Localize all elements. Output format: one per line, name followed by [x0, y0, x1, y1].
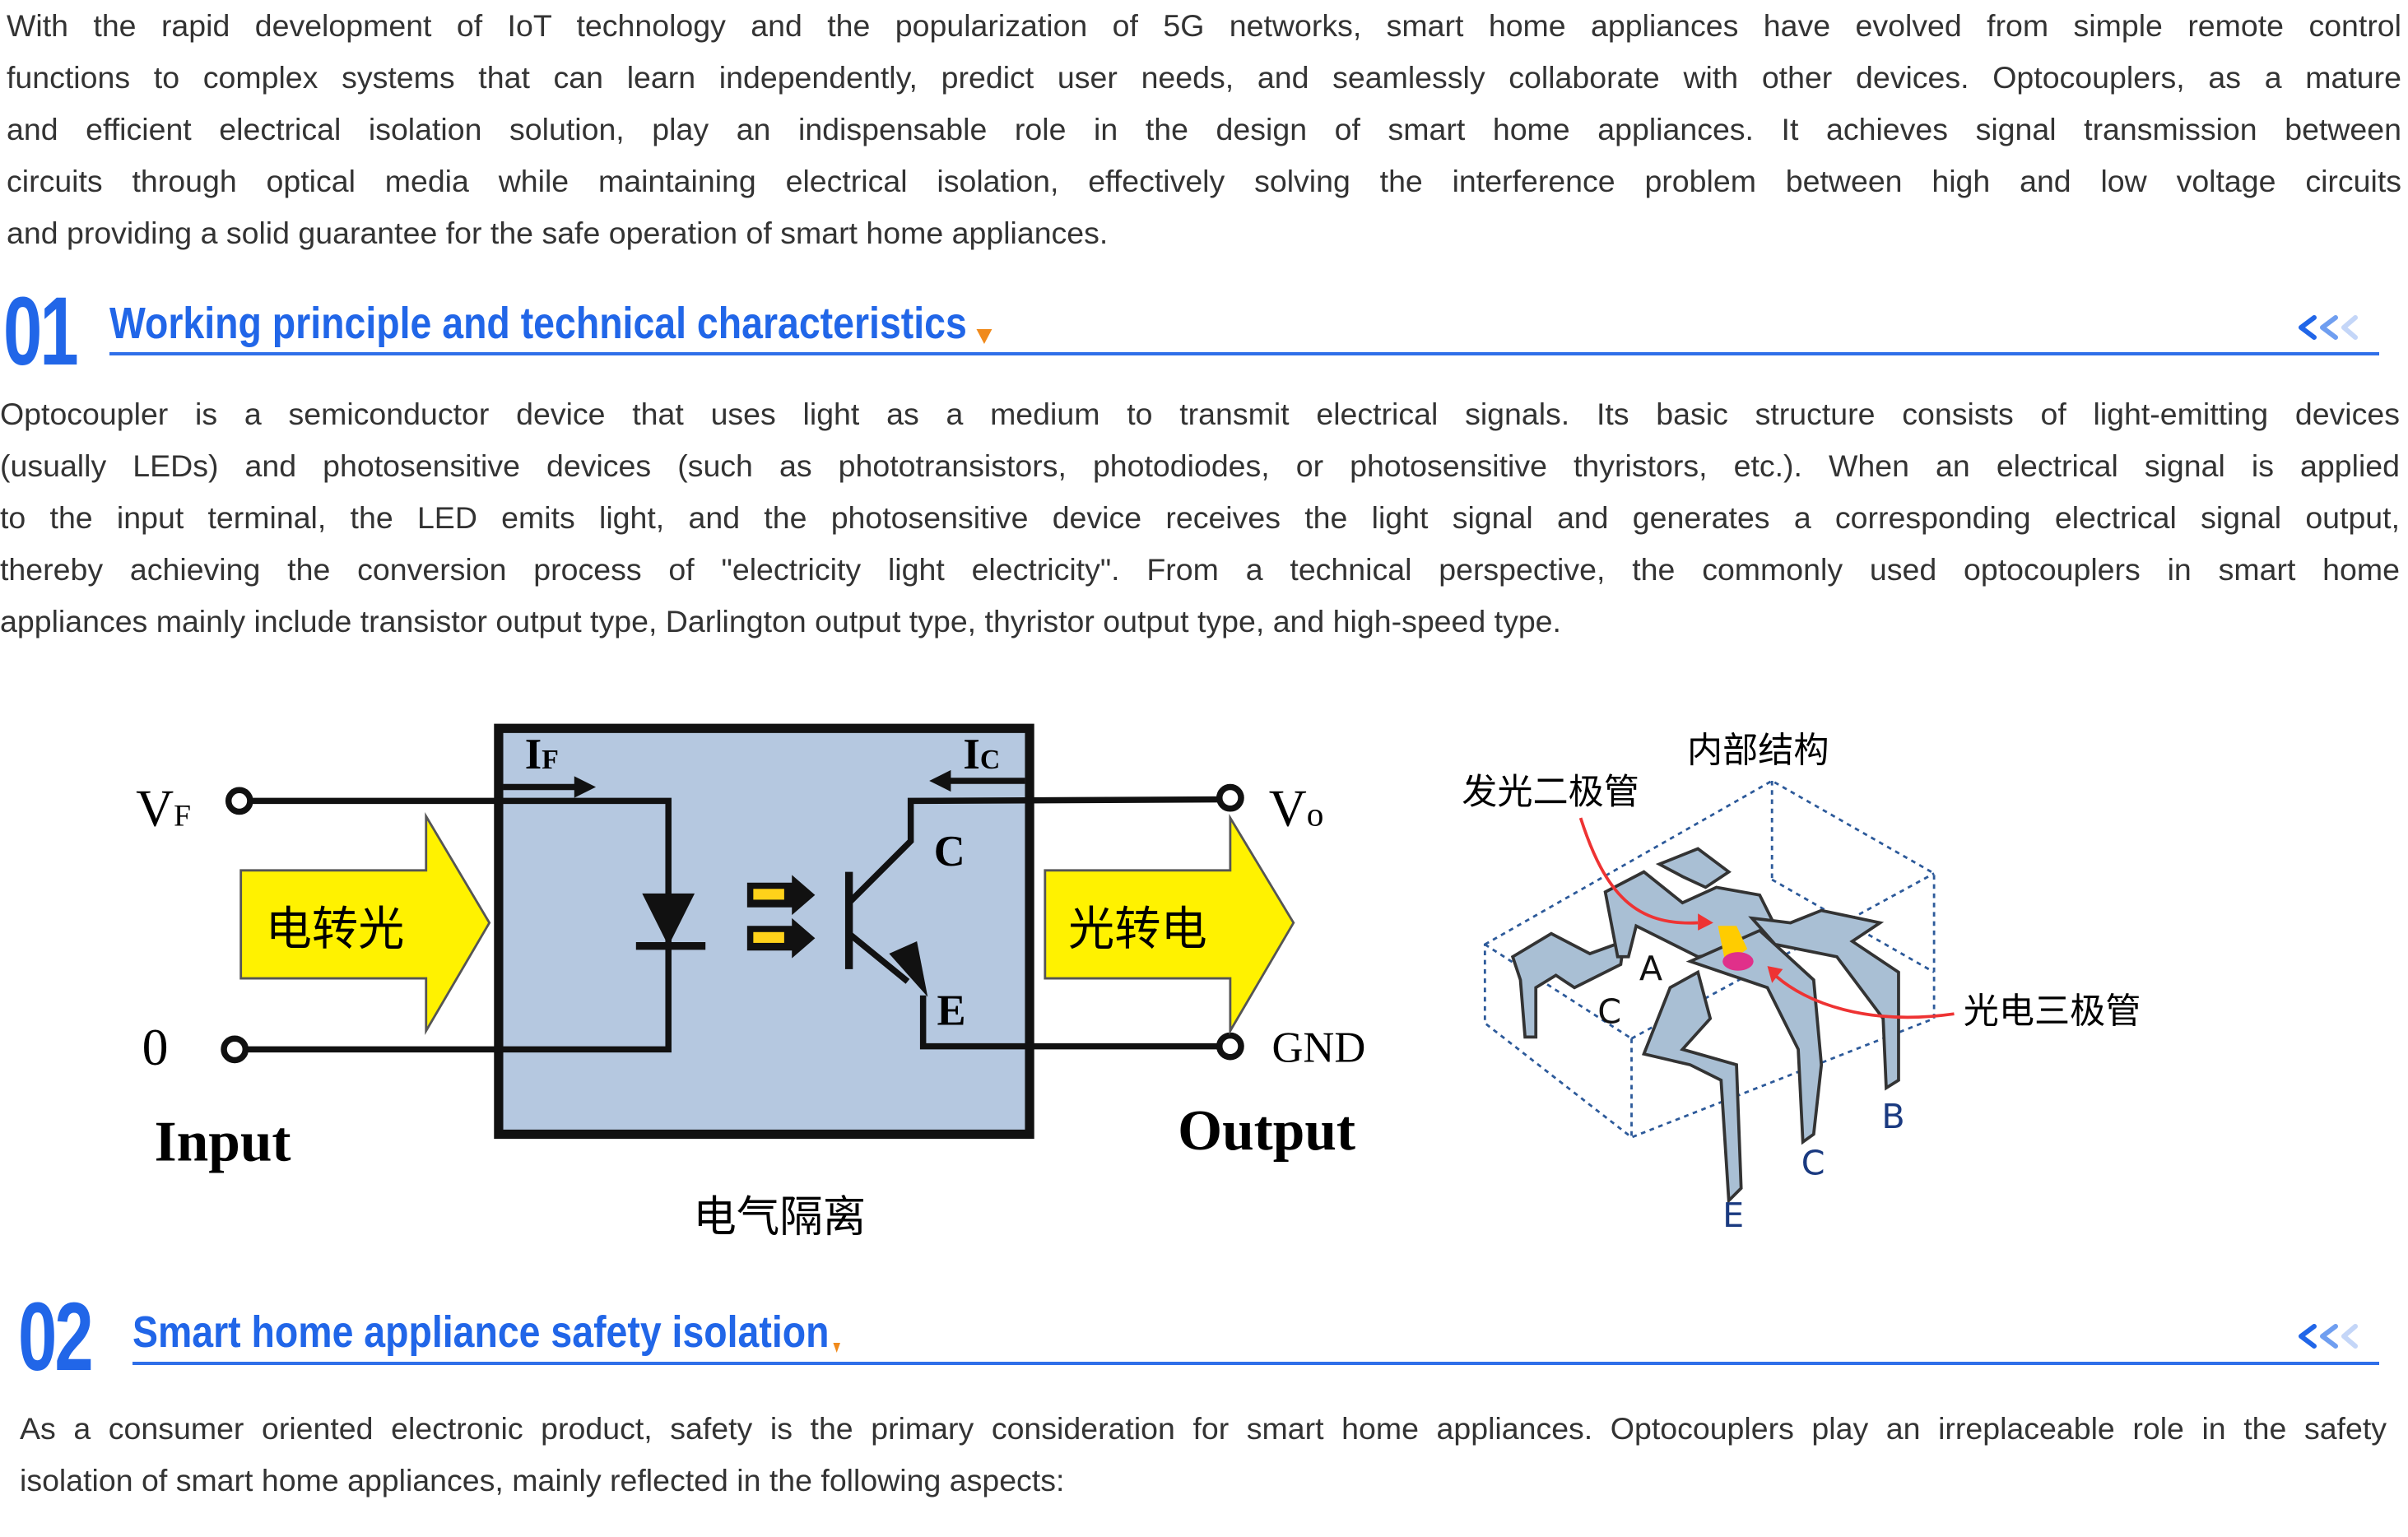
intro-line: and efficient electrical isolation solut… [7, 112, 2401, 146]
vo-label: Vo [1269, 778, 1324, 837]
triple-chevron-left-icon[interactable] [2296, 313, 2362, 346]
paragraph-line: thereby achieving the conversion process… [0, 552, 2400, 587]
collector-label: C [934, 828, 965, 875]
input-label: Input [155, 1110, 291, 1173]
intro-line: and providing a solid guarantee for the … [7, 216, 1109, 250]
electric-to-light-label: 电转光 [266, 903, 405, 956]
isolation-caption: 电气隔离 [693, 1194, 866, 1242]
paragraph-line: to the input terminal, the LED emits lig… [0, 500, 2400, 535]
section-title: Working principle and technical characte… [109, 299, 967, 348]
emitter-label: E [937, 987, 966, 1034]
intro-line: With the rapid development of IoT techno… [7, 8, 2401, 43]
output-label: Output [1178, 1099, 1355, 1163]
section-title: Smart home appliance safety isolation [132, 1307, 830, 1357]
photo-chip [1722, 952, 1754, 971]
circuit-diagram: VF 0 IF C E IC Vo GND 电转光 光转电 [136, 723, 1366, 1242]
pin-c-left-label: C [1597, 991, 1621, 1031]
phototransistor-label: 光电三极管 [1964, 991, 2141, 1032]
paragraph-line: As a consumer oriented electronic produc… [20, 1411, 2387, 1446]
section-heading: Working principle and technical characte… [109, 301, 992, 346]
phototransistor-icon [844, 796, 1230, 1050]
if-label: IF [525, 731, 559, 778]
paragraph-line: Optocoupler is a semiconductor device th… [0, 397, 2400, 431]
section-heading: Smart home appliance safety isolation [132, 1307, 841, 1357]
structure-title: 内部结构 [1687, 730, 1829, 771]
light-emission-icon [746, 875, 816, 959]
intro-line: functions to complex systems that can le… [7, 60, 2401, 95]
intro-line: circuits through optical media while mai… [7, 164, 2401, 198]
zero-terminal [221, 1035, 249, 1064]
vf-label: VF [136, 778, 191, 837]
paragraph-line: appliances mainly include transistor out… [0, 604, 1561, 638]
package-box [494, 723, 1034, 1140]
section-number: 02 [18, 1283, 94, 1391]
lead-frame-pins [1510, 847, 1900, 1205]
gnd-terminal [1216, 1032, 1244, 1061]
pin-a-label: A [1639, 949, 1662, 988]
triple-chevron-left-icon[interactable] [2296, 1321, 2362, 1354]
ic-label: IC [963, 731, 1000, 778]
ic-arrow-icon [929, 769, 951, 792]
vo-terminal [1216, 783, 1244, 812]
section-underline [109, 352, 2379, 355]
section-number: 01 [3, 277, 79, 386]
led-diode-icon [642, 893, 695, 946]
if-arrow-icon [574, 776, 597, 798]
internal-structure-diagram: 内部结构 发光二极管 光电三极管 A C B C E [1462, 730, 2141, 1235]
dropdown-triangle-icon [833, 1343, 841, 1353]
led-label: 发光二极管 [1462, 772, 1639, 813]
zero-label: 0 [142, 1018, 169, 1076]
paragraph-line: (usually LEDs) and photosensitive device… [0, 448, 2400, 483]
led-pointer-arrow [1578, 817, 1699, 925]
dropdown-triangle-icon [976, 329, 992, 344]
pin-e-label: E [1722, 1196, 1744, 1235]
light-beam-icon [1718, 926, 1748, 965]
gnd-label: GND [1272, 1024, 1366, 1071]
phototransistor-pointer-arrow [1773, 973, 1955, 1019]
vf-terminal [225, 787, 253, 815]
light-to-electric-label: 光转电 [1068, 903, 1207, 956]
pin-b-label: B [1881, 1097, 1904, 1136]
section-underline [132, 1362, 2379, 1365]
pin-c-right-label: C [1801, 1143, 1825, 1182]
light-to-electric-arrow [1044, 813, 1295, 1036]
paragraph-line: isolation of smart home appliances, main… [20, 1463, 1065, 1498]
electric-to-light-arrow [239, 812, 491, 1036]
